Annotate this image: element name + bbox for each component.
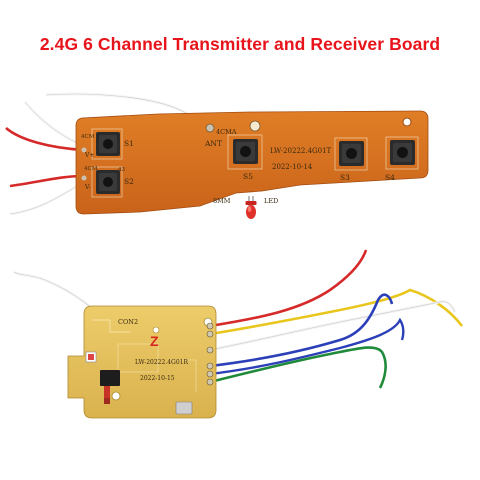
power-pad <box>81 175 87 181</box>
receiver-output-wires <box>209 249 464 389</box>
label-cm1: 4CM <box>81 134 95 140</box>
switch-s2 <box>96 170 120 194</box>
antenna-pad <box>205 123 215 133</box>
receiver-model: LW-20222.4G01R <box>135 359 188 366</box>
switch-s3 <box>339 141 364 166</box>
z-mark: Z <box>150 333 159 349</box>
transmitter-date: 2022-10-14 <box>272 163 313 171</box>
label-con: CON2 <box>118 318 138 326</box>
switch-s5 <box>233 139 258 164</box>
transmitter-power-wires <box>5 101 85 216</box>
label-s2: S2 <box>124 177 134 186</box>
label-s1: S1 <box>124 139 134 148</box>
label-led: LED <box>264 197 278 205</box>
label-cm2: 4CM <box>84 166 98 172</box>
switch-s1 <box>96 132 120 156</box>
label-s3: S3 <box>340 173 350 182</box>
label-vplus: V+ <box>84 152 94 159</box>
label-vminus: V- <box>84 184 91 191</box>
power-pad <box>81 147 87 153</box>
label-led-size: 8MM <box>213 197 231 205</box>
label-s5: S5 <box>243 172 253 181</box>
mount-hole <box>249 120 261 132</box>
led <box>245 196 257 219</box>
label-side: 43 <box>118 167 125 173</box>
label-ant-length: 4CMA <box>216 128 237 136</box>
receiver-date: 2022-10-15 <box>140 375 175 382</box>
label-s4: S4 <box>385 173 395 182</box>
receiver-slide-switch <box>100 370 120 404</box>
transmitter-model: LW-20222.4G01T <box>270 147 332 155</box>
receiver-led-mark <box>88 354 94 360</box>
label-ant: ANT <box>204 139 222 148</box>
receiver-usb-pad <box>175 401 193 415</box>
switch-s4 <box>390 140 415 165</box>
page-title: 2.4G 6 Channel Transmitter and Receiver … <box>39 34 441 54</box>
